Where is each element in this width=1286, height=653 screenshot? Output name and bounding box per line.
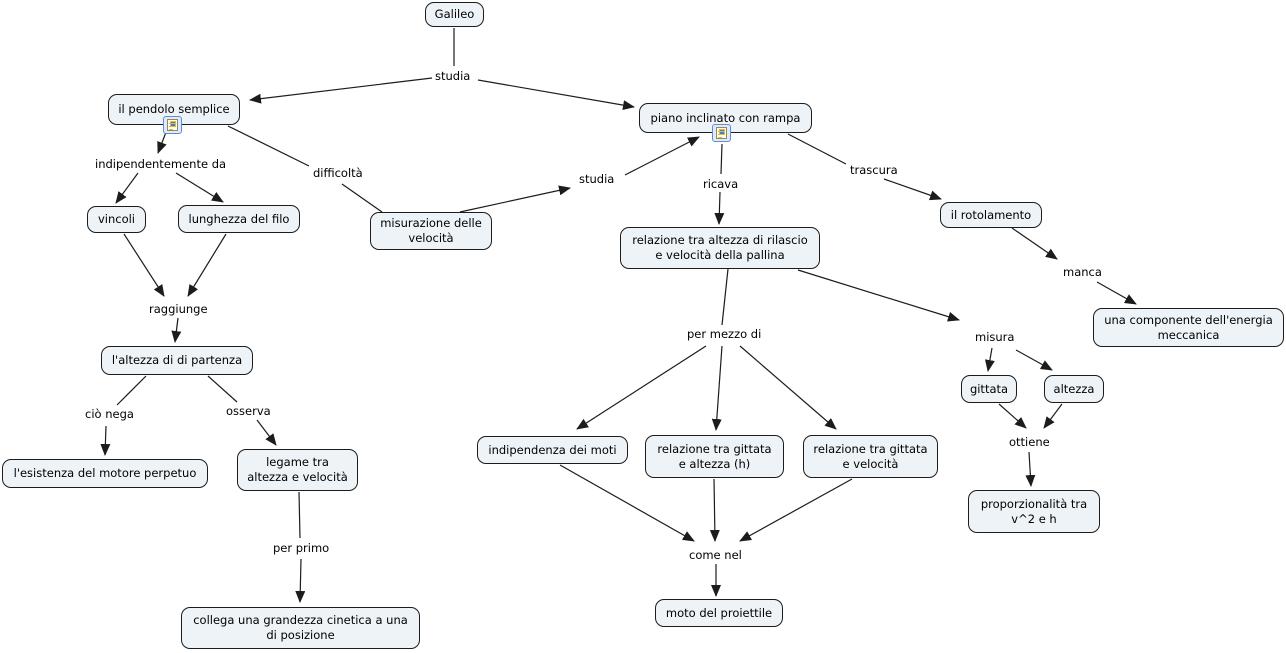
connector-osserva-legame: [256, 419, 277, 446]
connector-altezzapartenza-cionega: [116, 375, 147, 406]
link-label-raggiunge[interactable]: raggiunge: [147, 302, 210, 316]
node-rotolamento[interactable]: il rotolamento: [940, 202, 1042, 228]
node-moto-proiettile[interactable]: moto del proiettile: [655, 599, 783, 627]
resource-icon[interactable]: [163, 116, 182, 134]
node-misurazione-velocita[interactable]: misurazione delle velocità: [370, 212, 492, 250]
link-label-osserva[interactable]: osserva: [224, 404, 273, 418]
connector-indipendenza-comenel: [559, 464, 695, 542]
node-collega-grandezza[interactable]: collega una grandezza cinetica a una di …: [181, 607, 420, 649]
node-altezza-partenza[interactable]: l'altezza di di partenza: [101, 346, 253, 375]
connector-ricava-relazione: [714, 191, 725, 225]
node-gittata[interactable]: gittata: [961, 375, 1017, 403]
link-label-cio-nega[interactable]: ciò nega: [83, 407, 136, 421]
connector-permezzo-relgittataaltezza: [711, 345, 723, 431]
node-altezza[interactable]: altezza: [1044, 375, 1104, 403]
link-label-per-mezzo-di[interactable]: per mezzo di: [685, 327, 764, 341]
connector-pendolo-difficolta: [227, 125, 310, 167]
link-label-misura[interactable]: misura: [973, 330, 1017, 344]
link-label-ottiene[interactable]: ottiene: [1007, 435, 1052, 449]
connector-misurazione-studia2: [459, 185, 571, 213]
connector-altezza-ottiene: [1043, 403, 1063, 429]
connector-studia2-piano: [624, 136, 700, 176]
link-label-trascura[interactable]: trascura: [848, 163, 900, 177]
node-relazione-gittata-velocita[interactable]: relazione tra gittata e velocità: [803, 435, 938, 478]
connector-perprimo-collega: [295, 558, 306, 603]
resource-icon[interactable]: [712, 124, 731, 142]
node-vincoli[interactable]: vincoli: [87, 206, 146, 233]
link-label-ricava[interactable]: ricava: [701, 177, 741, 191]
connector-relgittatavelocita-comenel: [739, 478, 853, 542]
connector-ottiene-proporzionalita: [1025, 451, 1036, 487]
node-relazione-rilascio[interactable]: relazione tra altezza di rilascio e velo…: [620, 227, 820, 269]
connector-piano-trascura: [787, 133, 847, 165]
connector-indipendentemente-lunghezza: [175, 172, 224, 203]
connector-lunghezza-raggiunge: [187, 233, 227, 297]
connector-piano-ricava: [720, 143, 723, 175]
connector-permezzo-relgittatavelocita: [739, 345, 837, 430]
node-legame-altezza-velocita[interactable]: legame tra altezza e velocità: [237, 449, 358, 491]
connector-legame-perprimo: [298, 491, 301, 539]
link-label-difficolta[interactable]: difficoltà: [311, 166, 365, 180]
node-lunghezza-filo[interactable]: lunghezza del filo: [178, 205, 300, 233]
connector-raggiunge-altezzapartenza: [171, 317, 182, 343]
link-label-studia-2[interactable]: studia: [577, 172, 617, 186]
connector-misura-altezza: [1015, 349, 1053, 371]
connector-relazione-misura: [797, 269, 960, 322]
node-galileo[interactable]: Galileo: [425, 2, 484, 27]
connector-studia-piano: [477, 79, 635, 111]
node-relazione-gittata-altezza[interactable]: relazione tra gittata e altezza (h): [645, 435, 784, 478]
connector-studia-pendolo: [249, 77, 433, 104]
link-label-studia-top[interactable]: studia: [433, 69, 473, 83]
connector-relazione-permezzo: [721, 268, 729, 326]
connector-relgittataaltezza-comenel: [709, 478, 720, 542]
document-glyph: [716, 127, 727, 139]
node-esistenza-motore-perpetuo[interactable]: l'esistenza del motore perpetuo: [2, 459, 208, 488]
document-glyph: [167, 119, 178, 131]
connector-cionega-esistenza: [100, 425, 111, 456]
connector-altezzapartenza-osserva: [207, 375, 238, 403]
link-label-per-primo[interactable]: per primo: [271, 541, 332, 555]
node-proporzionalita[interactable]: proporzionalità tra v^2 e h: [968, 490, 1100, 533]
connector-trascura-rotolamento: [883, 178, 942, 201]
node-energia-meccanica[interactable]: una componente dell'energia meccanica: [1093, 308, 1284, 347]
connector-difficolta-misurazione: [341, 183, 383, 213]
connector-rotolamento-manca: [1011, 227, 1058, 260]
link-label-come-nel[interactable]: come nel: [687, 548, 744, 562]
link-label-manca[interactable]: manca: [1061, 265, 1104, 279]
link-label-indipendentemente[interactable]: indipendentemente da: [93, 157, 229, 171]
node-piano-inclinato[interactable]: piano inclinato con rampa: [639, 103, 812, 133]
node-indipendenza-moti[interactable]: indipendenza dei moti: [477, 436, 628, 464]
connector-gittata-ottiene: [998, 403, 1027, 429]
connector-vincoli-raggiunge: [123, 233, 165, 297]
connector-permezzo-indipendenza: [576, 345, 707, 430]
connector-misura-gittata: [984, 347, 995, 372]
connector-manca-energia: [1096, 281, 1137, 305]
connector-indipendentemente-vincoli: [115, 172, 139, 204]
